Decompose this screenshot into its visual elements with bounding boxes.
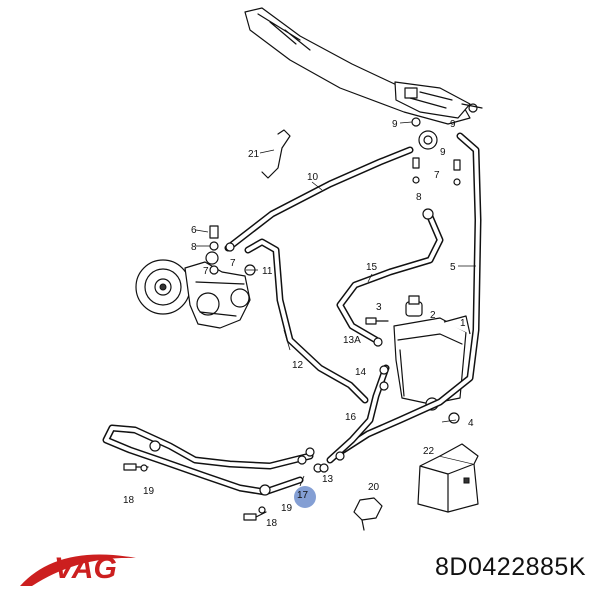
logo-text: VAG	[54, 552, 117, 585]
label-20: 20	[368, 482, 380, 493]
part-labels: 9 9 21 10 8 7 9 6 8 7 11 7 15 5 3 2 1 13…	[123, 119, 474, 529]
label-8-pump: 8	[191, 242, 197, 253]
label-17: 17	[297, 490, 309, 501]
bracket-22	[417, 443, 479, 513]
label-16: 16	[345, 412, 357, 423]
label-19-bottom: 19	[281, 503, 293, 514]
label-13a: 13A	[343, 335, 361, 346]
label-5: 5	[450, 262, 456, 273]
label-7-pump-b: 7	[203, 266, 209, 277]
label-18-bottom: 18	[266, 518, 278, 529]
vag-logo: VAG	[20, 552, 136, 586]
leader-lines	[195, 121, 476, 487]
highlight-marker-17	[294, 486, 316, 508]
label-4: 4	[468, 418, 474, 429]
label-7-rack: 7	[434, 170, 440, 181]
logo-swoosh	[20, 554, 136, 586]
label-3: 3	[376, 302, 382, 313]
label-6: 6	[191, 225, 197, 236]
hardware	[123, 117, 461, 531]
label-1: 1	[460, 318, 466, 329]
label-14: 14	[355, 367, 367, 378]
label-19-top: 19	[143, 486, 155, 497]
part-number: 8D0422885K	[435, 553, 586, 581]
label-9c: 9	[440, 147, 446, 158]
label-9: 9	[392, 119, 398, 130]
label-12: 12	[292, 360, 304, 371]
label-21: 21	[248, 149, 260, 160]
label-11: 11	[262, 266, 273, 277]
power-steering-pump	[135, 251, 251, 329]
label-2: 2	[430, 310, 436, 321]
hose-network	[102, 132, 482, 496]
label-15: 15	[366, 262, 378, 273]
label-18-top: 18	[123, 495, 135, 506]
label-13: 13	[322, 474, 334, 485]
label-22: 22	[423, 446, 435, 457]
label-7-pump: 7	[230, 258, 236, 269]
label-9b: 9	[450, 119, 456, 130]
label-8-rack: 8	[416, 192, 422, 203]
label-10: 10	[307, 172, 319, 183]
steering-rack	[244, 7, 483, 125]
